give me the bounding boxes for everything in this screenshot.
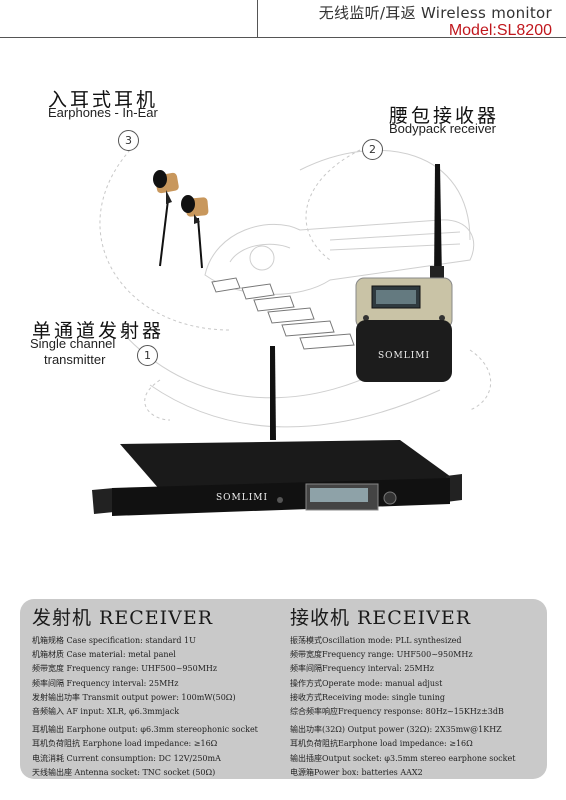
transmitter-label-cn: 单通道发射器 [32, 320, 165, 342]
bodypack-label-cn: 腰包接收器 [389, 105, 500, 127]
earphones-label-en: Earphones - In-Ear [48, 105, 158, 120]
model-number: Model:SL8200 [448, 22, 552, 39]
bodypack-label-en: Bodypack receiver [389, 121, 496, 136]
callout-number-1: 1 [137, 345, 158, 366]
spec-line: 频率间隔 Frequency interval: 25MHz [32, 678, 179, 688]
callout-number-2: 2 [362, 139, 383, 160]
callout-number-3: 3 [118, 130, 139, 151]
header-rule [0, 37, 566, 38]
spec-line: 耳机负荷阻抗 Earphone load impedance: ≥16Ω [32, 739, 218, 749]
receiver-brand-text: SOMLIMI [378, 351, 430, 361]
spec-title-left: 发射机 RECEIVER [32, 607, 214, 629]
header-subtitle: 无线监听/耳返 Wireless monitor [318, 4, 552, 22]
earphones-label-cn: 入耳式耳机 [48, 89, 159, 111]
spec-line: 综合频率响应Frequency response: 80Hz~15KHz±3dB [290, 707, 504, 717]
spec-list-right: 振荡模式Oscillation mode: PLL synthesized 频带… [290, 634, 550, 780]
spec-line: 频带宽度Frequency range: UHF500~950MHz [290, 650, 473, 660]
spec-panel: 发射机 RECEIVER 机箱规格 Case specification: st… [20, 599, 547, 779]
spec-line: 输出插座Output socket: φ3.5mm stereo earphon… [290, 753, 516, 763]
spec-line: 电源箱Power box: batteries AAX2 [290, 767, 423, 777]
spec-line: 接收方式Receiving mode: single tuning [290, 692, 446, 702]
spec-line: 耳机输出 Earphone output: φ6.3mm stereophoni… [32, 725, 258, 735]
transmitter-label-en-2: transmitter [44, 352, 106, 367]
spec-line: 操作方式Operate mode: manual adjust [290, 678, 443, 688]
spec-line: 输出功率(32Ω) Output power (32Ω): 2X35mw@1KH… [290, 725, 502, 735]
transmitter-label-en-1: Single channel [30, 336, 116, 351]
bodypack-receiver-image: SOMLIMI [355, 164, 453, 382]
spec-line: 耳机负荷阻抗Earphone load impedance: ≥16Ω [290, 739, 473, 749]
transmitter-image: SOMLIMI [92, 346, 462, 516]
spec-line: 机箱规格 Case specification: standard 1U [32, 636, 196, 645]
spec-line: 电流消耗 Current consumption: DC 12V/250mA [32, 753, 221, 763]
header-box [257, 0, 558, 38]
spec-column-left: 发射机 RECEIVER 机箱规格 Case specification: st… [32, 603, 292, 780]
spec-line: 发射输出功率 Transmit output power: 100mW(50Ω) [32, 692, 236, 702]
spec-line: 频率间隔Frequency interval: 25MHz [290, 664, 434, 674]
spec-column-right: 接收机 RECEIVER 振荡模式Oscillation mode: PLL s… [290, 603, 550, 780]
transmitter-brand-text: SOMLIMI [216, 493, 268, 503]
spec-line: 振荡模式Oscillation mode: PLL synthesized [290, 636, 462, 645]
spec-list-left: 机箱规格 Case specification: standard 1U 机箱材… [32, 634, 292, 780]
spec-line: 音频输入 AF input: XLR, φ6.3mmjack [32, 707, 180, 717]
spec-title-right: 接收机 RECEIVER [290, 607, 472, 629]
spec-line: 天线输出座 Antenna socket: TNC socket (50Ω) [32, 767, 216, 777]
spec-line: 机箱材质 Case material: metal panel [32, 650, 176, 660]
earphones-image [153, 170, 209, 269]
spec-line: 频带宽度 Frequency range: UHF500~950MHz [32, 664, 218, 674]
